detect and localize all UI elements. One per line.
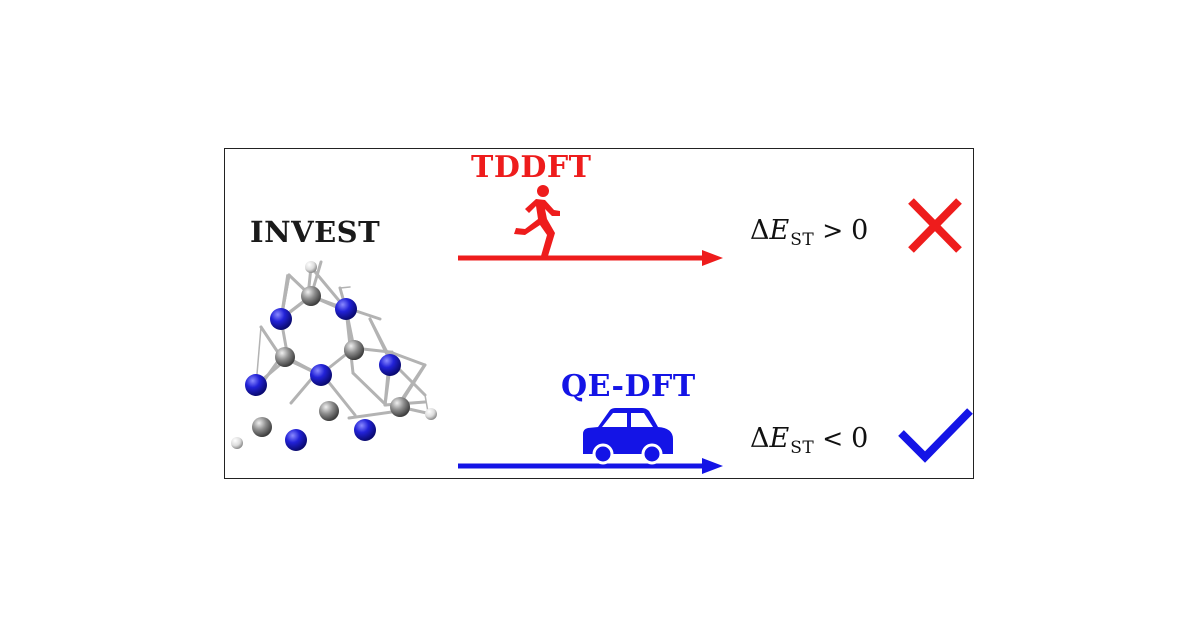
carbon-atom [275, 347, 295, 367]
relation-value: 0 [851, 215, 869, 246]
relation-value: 0 [851, 423, 869, 454]
carbon-atom [390, 397, 410, 417]
molecule-structure [231, 260, 437, 451]
molecule-label: INVEST [250, 215, 381, 249]
qedft-arrow [458, 458, 723, 474]
molecule-bonds [253, 260, 433, 420]
running-person-icon [514, 185, 560, 256]
energy-subscript: ST [790, 230, 815, 250]
hydrogen-atom [231, 437, 243, 449]
nitrogen-atom [285, 429, 307, 451]
energy-subscript: ST [790, 438, 815, 458]
carbon-atom [252, 417, 272, 437]
nitrogen-atom [379, 354, 401, 376]
hydrogen-atom [305, 261, 317, 273]
carbon-atom [319, 401, 339, 421]
relation-symbol: > [822, 216, 844, 245]
nitrogen-atom [310, 364, 332, 386]
cross-icon [908, 198, 962, 253]
nitrogen-atom [270, 308, 292, 330]
energy-symbol: E [769, 423, 790, 454]
hydrogen-atom [425, 408, 437, 420]
delta-symbol: Δ [750, 215, 770, 246]
check-icon [898, 408, 973, 463]
qedft-label: QE-DFT [561, 369, 696, 404]
nitrogen-atom [354, 419, 376, 441]
tddft-arrow [458, 250, 723, 266]
carbon-atom [344, 340, 364, 360]
car-icon [583, 408, 673, 465]
figure-frame: INVEST TDDFT QE-DFT ΔEST>0 ΔEST<0 [224, 148, 974, 479]
carbon-atom [301, 286, 321, 306]
tddft-label: TDDFT [471, 150, 592, 185]
delta-symbol: Δ [750, 423, 770, 454]
nitrogen-atom [335, 298, 357, 320]
nitrogen-atom [245, 374, 267, 396]
bottom-result-equation: ΔEST <0 [750, 423, 869, 457]
diagram-canvas [231, 185, 973, 474]
energy-symbol: E [769, 215, 790, 246]
relation-symbol: < [822, 424, 844, 453]
top-result-equation: ΔEST >0 [750, 215, 869, 249]
